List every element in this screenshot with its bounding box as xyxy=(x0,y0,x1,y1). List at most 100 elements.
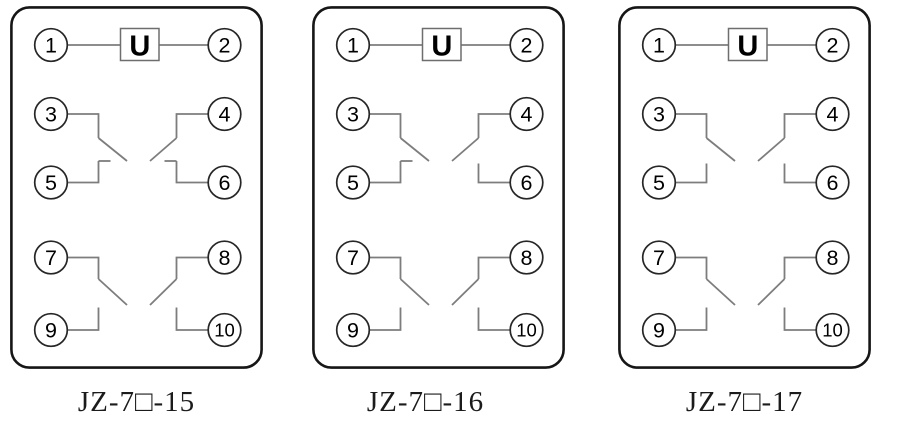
terminal-4-number: 4 xyxy=(827,103,839,127)
terminal-1 xyxy=(33,27,69,63)
terminal-5-number: 5 xyxy=(347,171,359,195)
terminal-5-number: 5 xyxy=(45,171,57,195)
contact-lower-right-lower-lead xyxy=(477,307,510,331)
terminal-1-number: 1 xyxy=(347,34,359,58)
relay-wiring-diagram: U 1 2 3 4 5 6 7 8 9 10 xyxy=(618,6,871,369)
contact-upper-left-lower-lead xyxy=(67,161,100,184)
coil-box xyxy=(421,27,462,62)
terminal-9 xyxy=(335,312,371,348)
relay-outline-box xyxy=(10,6,263,369)
contact-upper-right-blade xyxy=(149,137,178,162)
contact-upper-left-blade xyxy=(97,137,128,162)
contact-upper-right-upper-lead xyxy=(175,113,208,138)
terminal-3-number: 3 xyxy=(45,103,57,127)
terminal-7-number: 7 xyxy=(347,246,359,270)
contact-upper-right-blade xyxy=(757,137,786,162)
contact-upper-left-upper-lead xyxy=(675,113,708,138)
terminal-3 xyxy=(641,96,677,132)
terminal-2 xyxy=(207,27,242,63)
terminal-9 xyxy=(33,312,69,348)
terminal-3 xyxy=(335,96,371,132)
contact-lower-left-upper-lead xyxy=(67,256,100,279)
terminal-8-number: 8 xyxy=(521,246,533,270)
contact-upper-left-blade xyxy=(399,137,430,162)
contact-lower-right-blade xyxy=(757,278,786,306)
terminal-2 xyxy=(815,27,850,63)
contact-lower-left-lower-lead xyxy=(67,307,100,331)
terminal-2 xyxy=(509,27,544,63)
terminal-10 xyxy=(509,312,544,348)
coil-voltage-label: U xyxy=(737,31,758,63)
terminal-4 xyxy=(207,96,242,132)
contact-lower-right-lower-lead xyxy=(783,307,816,331)
terminal-7-number: 7 xyxy=(45,246,57,270)
terminal-4-number: 4 xyxy=(521,103,533,127)
contact-upper-left-blade xyxy=(705,137,736,162)
terminal-8 xyxy=(815,240,850,275)
contact-upper-right-lower-lead xyxy=(175,161,208,184)
terminal-9 xyxy=(641,312,677,348)
coil-box xyxy=(727,27,768,62)
terminal-3-number: 3 xyxy=(347,103,359,127)
contact-upper-left-lower-lead xyxy=(675,163,708,184)
contact-lower-left-upper-lead xyxy=(369,256,402,279)
contact-lower-right-blade xyxy=(149,278,178,306)
terminal-2-number: 2 xyxy=(827,34,839,58)
terminal-9-number: 9 xyxy=(347,319,359,343)
relay-outline-box xyxy=(618,6,871,369)
terminal-1-number: 1 xyxy=(45,34,57,58)
terminal-9-number: 9 xyxy=(653,319,665,343)
contact-upper-right-upper-lead xyxy=(477,113,510,138)
terminal-10-number: 10 xyxy=(822,320,843,341)
terminal-10-number: 10 xyxy=(214,320,235,341)
terminal-10 xyxy=(815,312,850,348)
contact-upper-right-lower-lead xyxy=(477,163,510,184)
coil-box xyxy=(119,27,160,62)
model-label: JZ-7□-17 xyxy=(685,386,804,418)
model-label: JZ-7□-16 xyxy=(366,386,485,418)
terminal-10 xyxy=(207,312,242,348)
terminal-7-number: 7 xyxy=(653,246,665,270)
contact-upper-right-upper-lead xyxy=(783,113,816,138)
terminal-10-number: 10 xyxy=(516,320,537,341)
terminal-5 xyxy=(335,165,371,200)
terminal-6 xyxy=(509,165,544,200)
terminal-1 xyxy=(641,27,677,63)
terminal-6 xyxy=(207,165,242,200)
terminal-1-number: 1 xyxy=(653,34,665,58)
contact-upper-right-lower-lead xyxy=(783,163,816,184)
terminal-8-number: 8 xyxy=(827,246,839,270)
contact-lower-left-upper-lead xyxy=(675,256,708,279)
contact-lower-right-upper-lead xyxy=(783,256,816,279)
contact-lower-right-upper-lead xyxy=(175,256,208,279)
terminal-5-number: 5 xyxy=(653,171,665,195)
terminal-8 xyxy=(509,240,544,275)
terminal-7 xyxy=(641,240,677,275)
terminal-4 xyxy=(509,96,544,132)
contact-lower-left-lower-lead xyxy=(369,307,402,331)
contact-lower-left-blade xyxy=(399,278,430,306)
terminal-5 xyxy=(33,165,69,200)
terminal-3-number: 3 xyxy=(653,103,665,127)
terminal-6-number: 6 xyxy=(827,171,839,195)
terminal-3 xyxy=(33,96,69,132)
contact-lower-left-blade xyxy=(705,278,736,306)
terminal-5 xyxy=(641,165,677,200)
terminal-6-number: 6 xyxy=(219,171,231,195)
terminal-8 xyxy=(207,240,242,275)
contact-upper-right-blade xyxy=(451,137,480,162)
model-label: JZ-7□-15 xyxy=(77,386,196,418)
terminal-7 xyxy=(335,240,371,275)
terminal-2-number: 2 xyxy=(219,34,231,58)
contact-lower-right-blade xyxy=(451,278,480,306)
terminal-6-number: 6 xyxy=(521,171,533,195)
contact-lower-right-upper-lead xyxy=(477,256,510,279)
terminal-4 xyxy=(815,96,850,132)
coil-voltage-label: U xyxy=(129,31,150,63)
relay-card-jz-7-17: U 1 2 3 4 5 6 7 8 9 10 JZ-7□-17 xyxy=(618,6,871,419)
terminal-4-number: 4 xyxy=(219,103,231,127)
terminal-7 xyxy=(33,240,69,275)
